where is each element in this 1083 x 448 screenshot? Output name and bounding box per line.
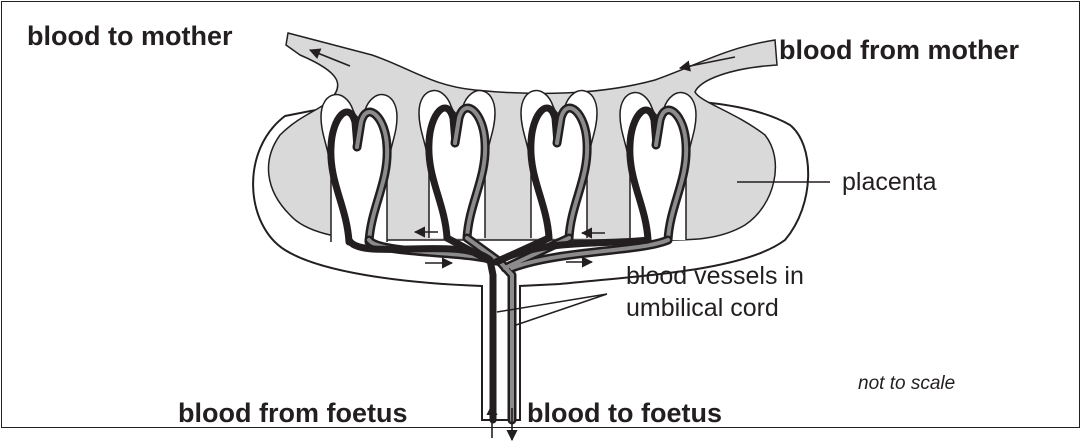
label-not-to-scale: not to scale [858, 374, 955, 393]
villus-2 [419, 91, 495, 238]
label-blood-to-mother: blood to mother [27, 23, 232, 50]
label-blood-vessels-line1: blood vessels in [626, 264, 804, 289]
label-blood-to-foetus: blood to foetus [527, 400, 722, 427]
villus-1 [321, 95, 397, 242]
label-blood-vessels-line2: umbilical cord [626, 296, 779, 321]
villus-3 [521, 91, 597, 238]
label-blood-from-mother: blood from mother [779, 37, 1019, 64]
villus-4 [620, 93, 696, 240]
label-blood-from-foetus: blood from foetus [178, 400, 407, 427]
label-placenta: placenta [842, 170, 937, 195]
